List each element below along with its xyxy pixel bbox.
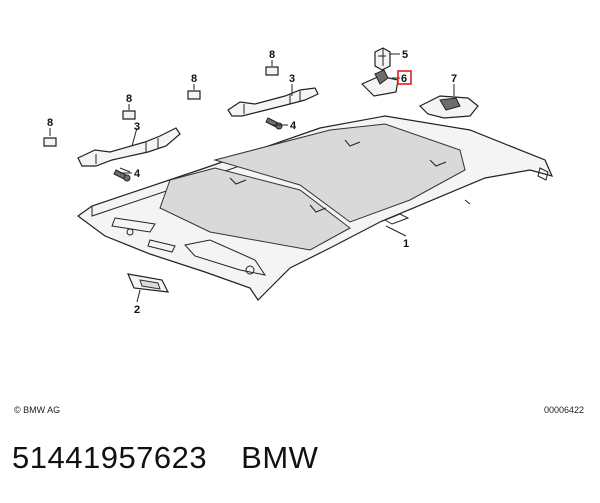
callout-2: 2 — [134, 304, 140, 316]
console-part — [418, 95, 479, 119]
callout-6: 6 — [401, 73, 407, 85]
callout-3-left: 3 — [134, 121, 140, 133]
parts-diagram: 1 2 3 3 4 4 5 6 7 8 8 8 8 — [43, 47, 554, 316]
callout-8-c: 8 — [191, 73, 197, 85]
brand-name: BMW — [241, 440, 319, 475]
visor-mount-part — [127, 273, 170, 293]
callout-8-a: 8 — [47, 117, 53, 129]
callout-5: 5 — [402, 49, 408, 61]
callout-8-b: 8 — [126, 93, 132, 105]
callout-6-highlight — [397, 70, 412, 85]
part-number: 51441957623 — [12, 440, 208, 475]
grab-handle-left — [77, 127, 181, 179]
headliner-part — [76, 115, 554, 301]
caption-line: 51441957623 BMW — [12, 440, 318, 476]
callout-3-right: 3 — [289, 73, 295, 85]
callout-8-d: 8 — [269, 49, 275, 61]
clip-part — [374, 47, 391, 71]
holder-part — [360, 69, 399, 97]
figure-reference: 00006422 — [543, 405, 584, 415]
screw-right — [265, 117, 283, 130]
callout-4-left: 4 — [134, 168, 141, 180]
pad-part — [43, 66, 279, 147]
callout-1: 1 — [403, 238, 409, 250]
grab-handle-right — [227, 87, 319, 117]
copyright-label: © BMW AG — [14, 405, 61, 415]
callout-4-right: 4 — [290, 120, 297, 132]
screw-left — [113, 169, 131, 182]
callout-7: 7 — [451, 73, 457, 85]
